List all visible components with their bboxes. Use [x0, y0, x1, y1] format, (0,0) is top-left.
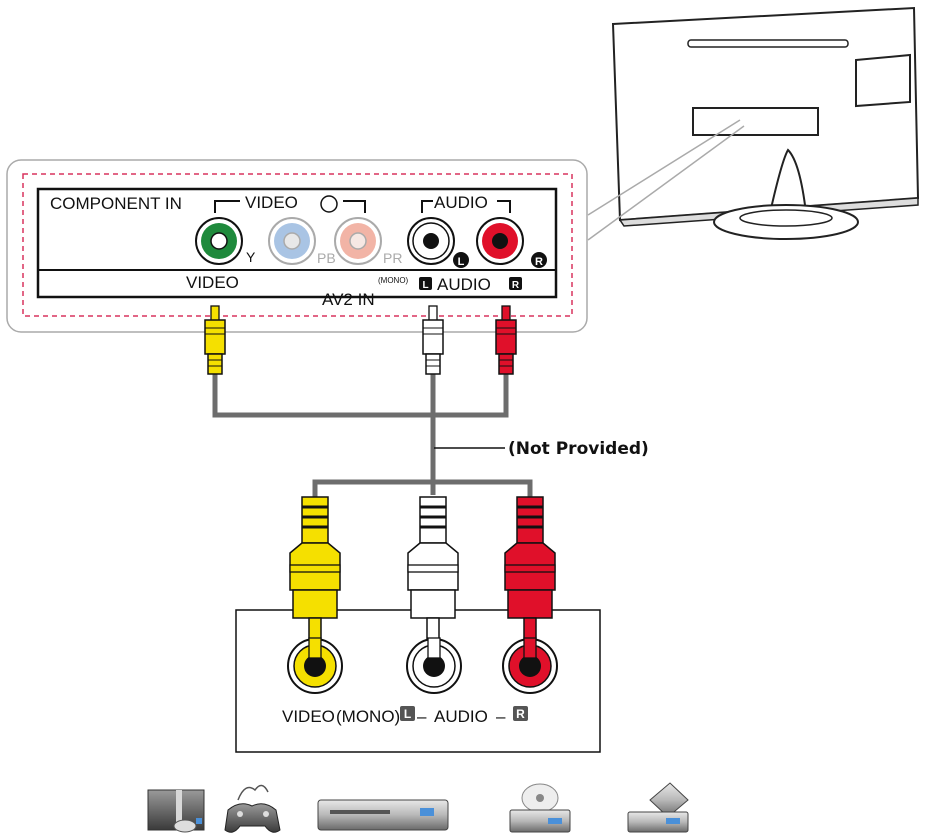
- vcr-icon: [317, 799, 449, 831]
- svg-text:R: R: [512, 280, 520, 291]
- device-dash-2: –: [496, 707, 506, 726]
- port-pr-label: PR: [383, 250, 402, 266]
- device-video-label: VIDEO: [282, 707, 335, 726]
- video-group-label: VIDEO: [245, 193, 298, 212]
- device-dash-1: –: [417, 707, 427, 726]
- badge-right-square-icon: R: [509, 277, 522, 291]
- device-jack-audio-left: [406, 638, 462, 694]
- bottom-audio-label: AUDIO: [437, 275, 491, 294]
- device-mono-label: (MONO): [336, 707, 400, 726]
- bottom-mono-label: (MONO): [378, 276, 409, 285]
- bottom-av-label: AV2 IN: [322, 290, 375, 309]
- big-plug-red: [504, 496, 556, 641]
- svg-text:L: L: [458, 256, 465, 268]
- jack-y: [195, 217, 243, 265]
- jack-audio-right: [476, 217, 524, 265]
- status-ring-icon: [320, 195, 338, 213]
- jack-pb: [268, 217, 316, 265]
- badge-right-icon: R: [531, 252, 547, 268]
- svg-text:R: R: [516, 707, 525, 721]
- camcorder-icon: [627, 782, 689, 833]
- game-console-icon: [224, 784, 281, 833]
- jack-audio-left: [407, 217, 455, 265]
- tv-monitor-icon: [611, 6, 920, 240]
- small-plug-red: [495, 305, 517, 375]
- port-y-label: Y: [246, 249, 256, 265]
- callout-line: [587, 119, 741, 216]
- component-in-label: COMPONENT IN: [50, 194, 182, 213]
- port-pb-label: PB: [317, 250, 336, 266]
- small-plug-white: [422, 305, 444, 375]
- badge-left-icon: L: [453, 252, 469, 268]
- small-plug-yellow: [204, 305, 226, 375]
- svg-text:L: L: [422, 280, 428, 291]
- svg-text:R: R: [535, 256, 543, 268]
- big-plug-white: [407, 496, 459, 641]
- cable-lines: [212, 372, 533, 497]
- device-audio-label: AUDIO: [434, 707, 488, 726]
- callout-line: [587, 125, 745, 241]
- device-jack-video: [287, 638, 343, 694]
- device-badge-left-icon: L: [400, 706, 415, 721]
- big-plug-yellow: [289, 496, 341, 641]
- audio-group-label: AUDIO: [434, 193, 488, 212]
- svg-text:L: L: [404, 707, 411, 721]
- tv-input-panel: COMPONENT IN VIDEO AUDIO Y PB PR: [6, 159, 588, 333]
- not-provided-note: (Not Provided): [508, 439, 649, 459]
- badge-left-square-icon: L: [419, 277, 432, 291]
- jack-pr: [334, 217, 382, 265]
- set-top-box-icon: [147, 789, 205, 833]
- highlight-border: [22, 173, 573, 317]
- device-badge-right-icon: R: [513, 706, 528, 721]
- bottom-video-label: VIDEO: [186, 273, 239, 292]
- dvd-player-icon: [509, 783, 571, 833]
